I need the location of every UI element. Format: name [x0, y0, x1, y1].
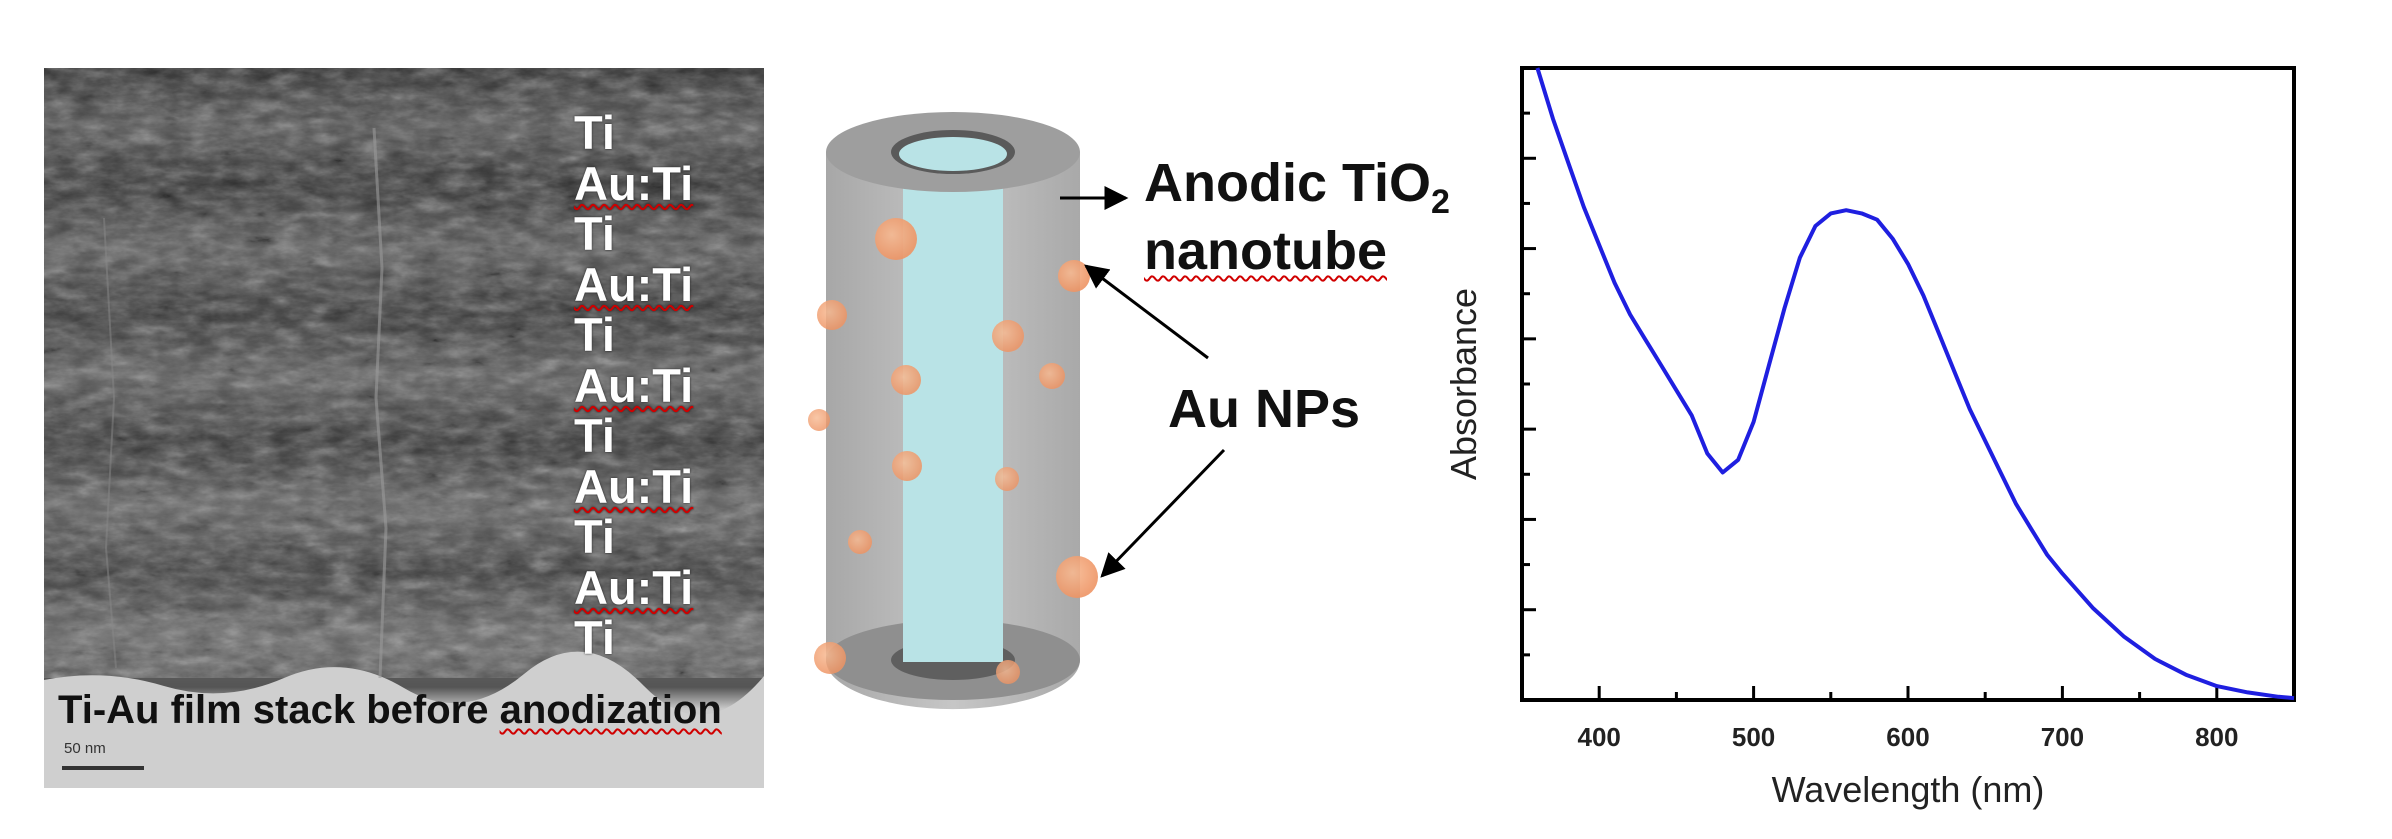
layer-label: Ti [574, 310, 693, 361]
absorbance-chart-svg: 400 500 600 700 800 Wavelength (nm) Absorban… [1430, 50, 2330, 834]
au-nanoparticle [995, 467, 1019, 491]
x-axis-ticks [1522, 686, 2294, 700]
tem-caption-prefix: Ti-Au film stack before [58, 688, 500, 732]
au-nanoparticle [891, 365, 921, 395]
np-label: Au NPs [1168, 378, 1360, 440]
layer-label-list: Ti Au:Ti Ti Au:Ti Ti Au:Ti Ti Au:Ti Ti A… [574, 108, 693, 664]
tube-label-text: Anodic TiO [1144, 153, 1431, 213]
y-axis-ticks [1522, 68, 1536, 700]
au-nanoparticle [875, 218, 917, 260]
au-nanoparticle [848, 530, 872, 554]
x-tick-label: 500 [1732, 722, 1775, 752]
x-tick-label: 700 [2041, 722, 2084, 752]
layer-label: Au:Ti [574, 563, 693, 614]
x-axis-label: Wavelength (nm) [1772, 769, 2045, 810]
layer-label: Ti [574, 613, 693, 664]
au-nanoparticle [808, 409, 830, 431]
x-tick-label: 800 [2195, 722, 2238, 752]
y-axis-label: Absorbance [1443, 288, 1484, 480]
au-nanoparticle [1058, 260, 1090, 292]
layer-label: Au:Ti [574, 462, 693, 513]
tem-micrograph-panel: Ti Au:Ti Ti Au:Ti Ti Au:Ti Ti Au:Ti Ti A… [44, 68, 764, 788]
layer-label: Au:Ti [574, 361, 693, 412]
nanotube-schematic-panel: Anodic TiO2 nanotube Au NPs [790, 90, 1490, 750]
layer-label: Ti [574, 108, 693, 159]
layer-label: Au:Ti [574, 159, 693, 210]
x-tick-label: 400 [1578, 722, 1621, 752]
au-nanoparticle [1039, 363, 1065, 389]
au-nanoparticle [814, 642, 846, 674]
au-nanoparticle [992, 320, 1024, 352]
au-nanoparticle [817, 300, 847, 330]
au-nanoparticle [892, 451, 922, 481]
x-tick-label: 600 [1886, 722, 1929, 752]
nanotube-core [903, 152, 1003, 662]
au-nanoparticle [1056, 556, 1098, 598]
layer-label: Ti [574, 512, 693, 563]
absorbance-series-line [1537, 68, 2294, 698]
au-nanoparticle [996, 660, 1020, 684]
tem-caption-underlined: anodization [500, 688, 722, 732]
plot-frame [1522, 68, 2294, 700]
tem-caption: Ti-Au film stack before anodization [58, 688, 722, 733]
layer-label: Au:Ti [574, 260, 693, 311]
absorbance-chart: 400 500 600 700 800 Wavelength (nm) Absorban… [1430, 50, 2330, 834]
x-axis-tick-labels: 400 500 600 700 800 [1578, 722, 2239, 752]
scale-bar-label: 50 nm [64, 740, 106, 757]
np-arrow-lower [1102, 450, 1224, 576]
layer-label: Ti [574, 411, 693, 462]
nanotube-top-core [899, 137, 1007, 171]
scale-bar [62, 766, 144, 770]
tube-label-line2: nanotube [1144, 220, 1387, 282]
layer-label: Ti [574, 209, 693, 260]
tube-label-line1: Anodic TiO2 [1144, 152, 1450, 222]
